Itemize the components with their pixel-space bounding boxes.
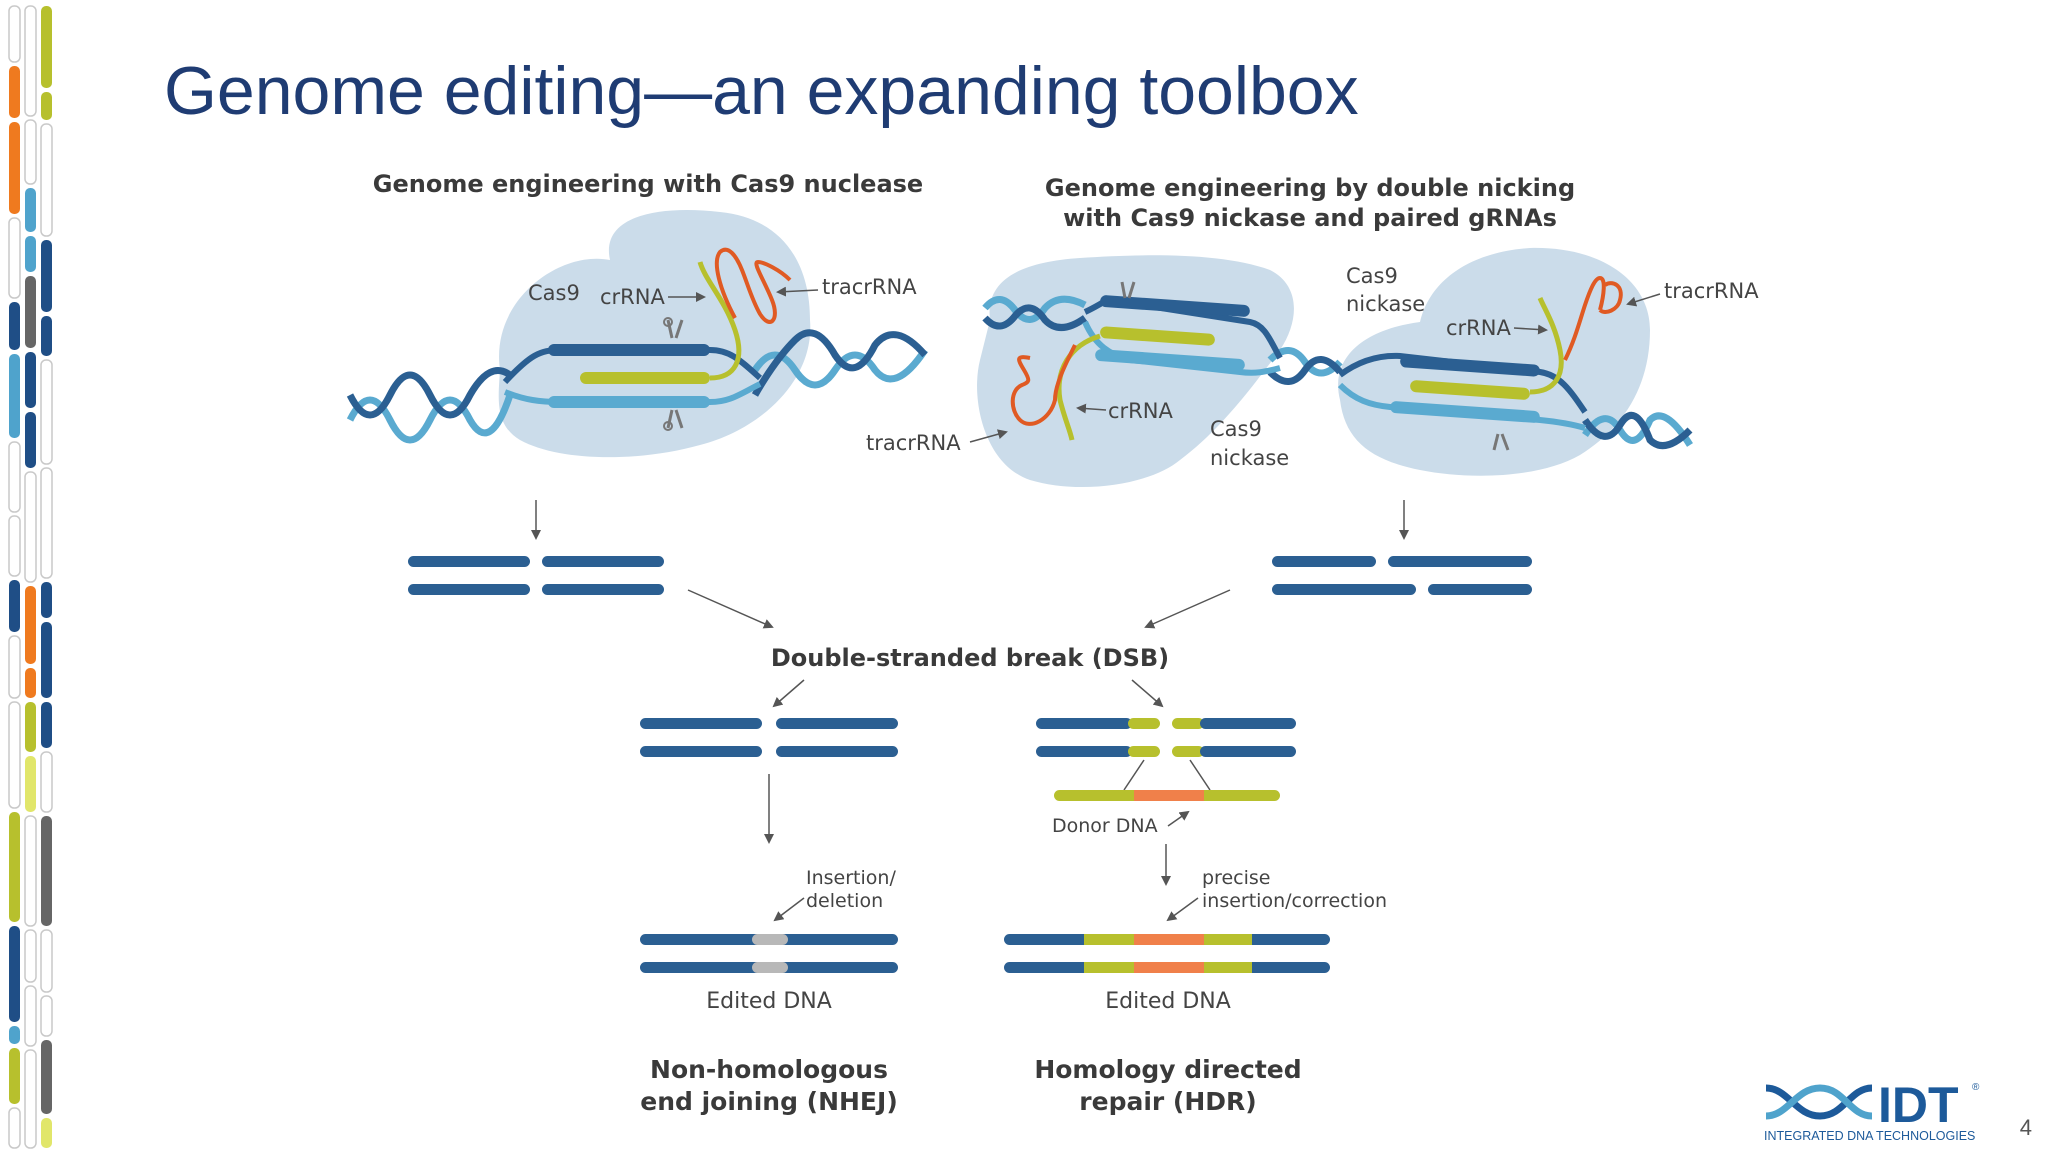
left-panel-heading: Genome engineering with Cas9 nuclease bbox=[373, 170, 923, 198]
right-panel-heading-line2: with Cas9 nickase and paired gRNAs bbox=[1063, 204, 1557, 232]
right-cas9-a-label: Cas9 bbox=[1346, 264, 1398, 288]
page-number: 4 bbox=[2019, 1115, 2032, 1140]
crrna-guide-bar bbox=[580, 372, 710, 384]
right-tracrrna-a-label: tracrRNA bbox=[866, 431, 961, 455]
right-panel-heading-line1: Genome engineering by double nicking bbox=[1045, 174, 1575, 202]
dsb-label: Double-stranded break (DSB) bbox=[771, 644, 1169, 672]
dsb-to-nhej-arrow bbox=[772, 679, 805, 708]
nickase-b-guide-bar bbox=[1410, 380, 1530, 400]
scissors-icon bbox=[663, 317, 684, 339]
right-cas9-b-label: Cas9 bbox=[1210, 417, 1262, 441]
right-to-dsb-arrow bbox=[1144, 589, 1231, 629]
hdr-annotation-line1: precise bbox=[1202, 867, 1270, 889]
hdr-caption-line1: Homology directed bbox=[1034, 1055, 1301, 1084]
deco-column-3 bbox=[40, 6, 53, 1148]
hdr-edited-label: Edited DNA bbox=[1105, 989, 1231, 1014]
crrna-guide-tail bbox=[697, 261, 742, 381]
hdr-homology-line-right bbox=[1189, 759, 1211, 791]
nhej-edited-label: Edited DNA bbox=[706, 989, 832, 1014]
dna-helix-left bbox=[346, 367, 514, 444]
donor-dna-arrow bbox=[1167, 810, 1190, 827]
donor-dna bbox=[1054, 790, 1280, 801]
idt-wordmark: IDT bbox=[1878, 1077, 1959, 1133]
scissors-icon bbox=[1120, 281, 1136, 299]
nickase-a-crrna-tail bbox=[1056, 333, 1101, 441]
nickase-a-strand-bottom-thick bbox=[1095, 349, 1245, 371]
left-cas9-label: Cas9 bbox=[528, 281, 580, 305]
right-nickase-b-label: nickase bbox=[1210, 446, 1289, 470]
nhej-edited-dna bbox=[640, 934, 898, 973]
nhej-caption-line1: Non-homologous bbox=[650, 1055, 888, 1084]
hdr-annotation-line2: insertion/correction bbox=[1202, 890, 1387, 912]
nickase-b-strand-top-thick bbox=[1400, 355, 1540, 377]
nickase-a-guide-bar bbox=[1100, 326, 1215, 346]
nhej-broken-dna bbox=[640, 718, 898, 757]
right-crrna-a-label: crRNA bbox=[1108, 399, 1173, 423]
right-tracrrna-b-label: tracrRNA bbox=[1664, 279, 1759, 303]
dna-helix-far-right bbox=[1582, 411, 1693, 450]
hdr-caption-line2: repair (HDR) bbox=[1079, 1087, 1256, 1116]
idt-registered-mark: ® bbox=[1972, 1082, 1980, 1093]
hdr-annotation-arrow bbox=[1166, 897, 1199, 922]
left-dsb-product bbox=[408, 556, 664, 595]
deco-column-1 bbox=[8, 5, 21, 1149]
left-to-dsb-arrow bbox=[687, 589, 774, 629]
dna-helix-far-left bbox=[982, 295, 1088, 331]
scissors-icon bbox=[1492, 433, 1510, 451]
left-tracrrna-label: tracrRNA bbox=[822, 275, 917, 299]
dna-helix-right bbox=[751, 329, 928, 397]
nhej-caption-line2: end joining (NHEJ) bbox=[640, 1087, 898, 1116]
left-crrna-label: crRNA bbox=[600, 285, 665, 309]
dna-helix-logo-icon bbox=[1765, 1084, 1873, 1120]
hdr-broken-dna bbox=[1036, 718, 1296, 757]
hdr-edited-dna bbox=[1004, 934, 1330, 973]
right-tracrrna-a-arrow bbox=[969, 429, 1008, 443]
deco-column-2 bbox=[24, 5, 37, 1149]
idt-tagline: INTEGRATED DNA TECHNOLOGIES bbox=[1764, 1129, 1975, 1143]
decorative-side-bars bbox=[8, 5, 53, 1149]
right-dsb-product bbox=[1272, 556, 1532, 595]
nhej-annotation-line1: Insertion/ bbox=[806, 867, 896, 889]
page-title: Genome editing—an expanding toolbox bbox=[164, 53, 1359, 129]
tracrrna-hairpin bbox=[714, 247, 792, 324]
dna-strand-bottom-thick bbox=[548, 396, 710, 408]
nickase-a-strand-top-thick bbox=[1100, 295, 1250, 317]
nickase-b-crrna-tail bbox=[1529, 297, 1564, 395]
nickase-b-tracrrna bbox=[1563, 275, 1623, 361]
right-crrna-a-arrow bbox=[1076, 403, 1107, 414]
right-nickase-a-label: nickase bbox=[1346, 292, 1425, 316]
dna-strand-top-thick bbox=[548, 344, 710, 356]
right-crrna-b-label: crRNA bbox=[1446, 316, 1511, 340]
dsb-to-hdr-arrow bbox=[1131, 679, 1164, 708]
right-crrna-b-arrow bbox=[1513, 324, 1548, 335]
nhej-annotation-line2: deletion bbox=[806, 890, 883, 912]
dna-helix-middle bbox=[1267, 347, 1343, 385]
right-tracrrna-b-arrow bbox=[1626, 293, 1661, 307]
left-tracrrna-arrow bbox=[776, 286, 819, 297]
cas9-protein-blob bbox=[498, 209, 811, 458]
nhej-annotation-arrow bbox=[773, 897, 805, 922]
nickase-b-strand-bottom-thick bbox=[1390, 401, 1540, 423]
idt-logo: IDT ® INTEGRATED DNA TECHNOLOGIES bbox=[1764, 1077, 1980, 1143]
scissors-icon bbox=[663, 409, 684, 431]
nickase-a-tracrrna bbox=[1010, 344, 1077, 426]
hdr-homology-line-left bbox=[1123, 759, 1145, 791]
donor-dna-label: Donor DNA bbox=[1052, 815, 1158, 837]
